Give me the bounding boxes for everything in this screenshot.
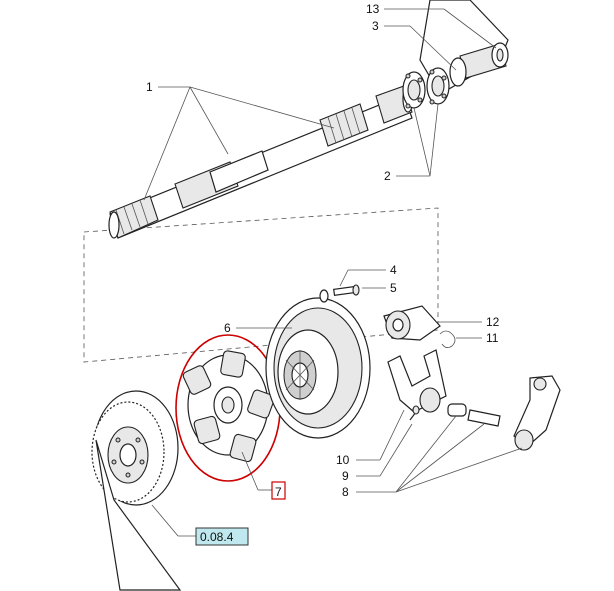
callout-12: 12 xyxy=(486,315,500,329)
flywheel[interactable] xyxy=(91,390,182,591)
bolt[interactable] xyxy=(333,284,360,297)
clutch-disc[interactable] xyxy=(182,350,275,463)
snap-ring[interactable] xyxy=(449,57,467,87)
washer[interactable] xyxy=(319,289,329,303)
cross-shaft[interactable] xyxy=(467,409,501,427)
section-reference-label: 0.08.4 xyxy=(200,530,234,544)
assembly-boundary xyxy=(83,207,439,363)
callout-10: 10 xyxy=(336,453,350,467)
callout-9: 9 xyxy=(342,469,349,483)
callout-4: 4 xyxy=(390,263,397,277)
release-fork[interactable] xyxy=(387,349,447,413)
main-shaft[interactable] xyxy=(108,85,414,239)
callout-1: 1 xyxy=(146,80,153,94)
release-bearing[interactable] xyxy=(383,305,441,341)
callout-5: 5 xyxy=(390,281,397,295)
section-reference-link[interactable]: 0.08.4 xyxy=(195,527,249,546)
release-lever[interactable] xyxy=(513,375,561,451)
retaining-spring[interactable] xyxy=(439,330,456,348)
callout-11: 11 xyxy=(486,331,499,345)
callout-8: 8 xyxy=(342,485,349,499)
callout-13: 13 xyxy=(366,2,380,16)
callout-3: 3 xyxy=(372,19,379,33)
callout-6: 6 xyxy=(224,321,231,335)
bearing-pair[interactable] xyxy=(402,67,450,109)
bushing[interactable] xyxy=(447,403,467,417)
callout-7: 7 xyxy=(275,485,282,499)
pressure-plate[interactable] xyxy=(265,297,371,439)
callout-2: 2 xyxy=(384,169,391,183)
callout-7-box[interactable]: 7 xyxy=(271,481,286,500)
leader-lines xyxy=(143,8,523,537)
fork-bolt[interactable] xyxy=(409,405,420,421)
